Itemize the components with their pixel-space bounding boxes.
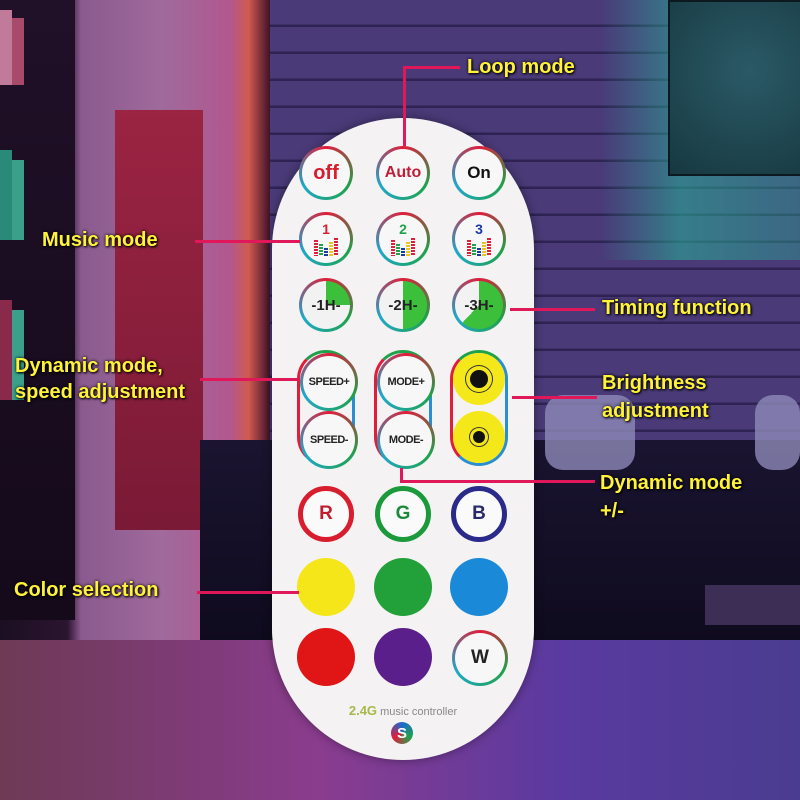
timer-label: -1H- [311,296,341,314]
color-selection-connector [197,591,299,594]
dynamic-mode-connector [400,480,595,483]
dynamic-mode-label-2: +/- [600,500,624,522]
blue-button[interactable]: B [451,486,507,542]
yellow-color-button[interactable] [297,558,355,616]
dynamic-mode-connector [400,468,403,482]
timer-2h-button[interactable]: -2H- [376,278,430,332]
off-label: off [313,161,339,184]
off-button[interactable]: off [299,146,353,200]
mode-up-label: MODE+ [387,376,425,388]
red-button[interactable]: R [298,486,354,542]
green-label: G [395,503,411,524]
on-label: On [467,163,491,182]
brightness-connector [512,396,597,399]
red-color-button[interactable] [297,628,355,686]
dynamic-speed-label-1: Dynamic mode, [15,355,163,377]
equalizer-icon [391,237,415,256]
mode-down-button[interactable]: MODE- [377,411,435,469]
pillow [545,395,635,470]
green-color-button[interactable] [374,558,432,616]
mode-down-label: MODE- [388,434,424,446]
mode-control: MODE+ MODE- [374,350,432,466]
speed-down-label: SPEED- [310,434,348,446]
tv-screen [668,0,800,176]
white-button[interactable]: W [452,630,508,686]
speed-up-label: SPEED+ [308,376,350,388]
loop-mode-label: Loop mode [467,56,575,78]
dynamic-mode-label-1: Dynamic mode [600,472,743,494]
music-mode-2-button[interactable]: 2 [376,212,430,266]
speed-up-button[interactable]: SPEED+ [300,353,358,411]
on-button[interactable]: On [452,146,506,200]
music-mode-number: 1 [322,220,330,237]
timer-3h-button[interactable]: -3H- [452,278,506,332]
mode-up-button[interactable]: MODE+ [377,353,435,411]
timer-label: -2H- [388,296,418,314]
blue-label: B [472,503,486,524]
timer-label: -3H- [464,296,494,314]
speed-down-button[interactable]: SPEED- [300,411,358,469]
music-mode-number: 3 [475,220,483,237]
brand-strong: 2.4G [348,703,378,718]
pillow [755,395,800,470]
purple-color-button[interactable] [374,628,432,686]
white-label: W [471,647,489,668]
color-selection-label: Color selection [14,579,159,601]
timing-connector [510,308,595,311]
green-button[interactable]: G [375,486,431,542]
logo-letter: S [396,724,407,742]
brightness-up-button[interactable] [453,353,505,405]
brand-logo-icon: S [391,722,413,744]
blue-color-button[interactable] [450,558,508,616]
red-label: R [319,503,333,524]
loop-mode-connector [403,66,460,69]
equalizer-icon [314,237,338,256]
remote-control: off Auto On 1 2 3 -1H- -2H- -3H- SPEED+ … [272,118,534,760]
brand-text: 2.4G music controller [272,703,534,718]
sun-small-icon [473,431,485,443]
bookshelf [0,0,75,620]
music-mode-number: 2 [399,220,407,237]
auto-label: Auto [384,164,422,181]
brightness-control [450,350,508,466]
speed-connector [200,378,298,381]
brand-rest: music controller [380,706,458,718]
music-mode-label: Music mode [42,229,158,251]
brightness-down-button[interactable] [453,411,505,463]
auto-button[interactable]: Auto [376,146,430,200]
timing-function-label: Timing function [602,297,752,319]
equalizer-icon [467,237,491,256]
speed-control: SPEED+ SPEED- [297,350,355,466]
brightness-label-1: Brightness [602,372,707,394]
coffee-table [705,585,800,625]
music-mode-3-button[interactable]: 3 [452,212,506,266]
brightness-label-2: adjustment [602,400,709,422]
dynamic-speed-label-2: speed adjustment [15,381,186,403]
music-mode-1-button[interactable]: 1 [299,212,353,266]
sun-large-icon [470,370,488,388]
music-mode-connector [195,240,300,243]
loop-mode-connector [403,66,406,146]
wall-panel [115,110,203,530]
timer-1h-button[interactable]: -1H- [299,278,353,332]
